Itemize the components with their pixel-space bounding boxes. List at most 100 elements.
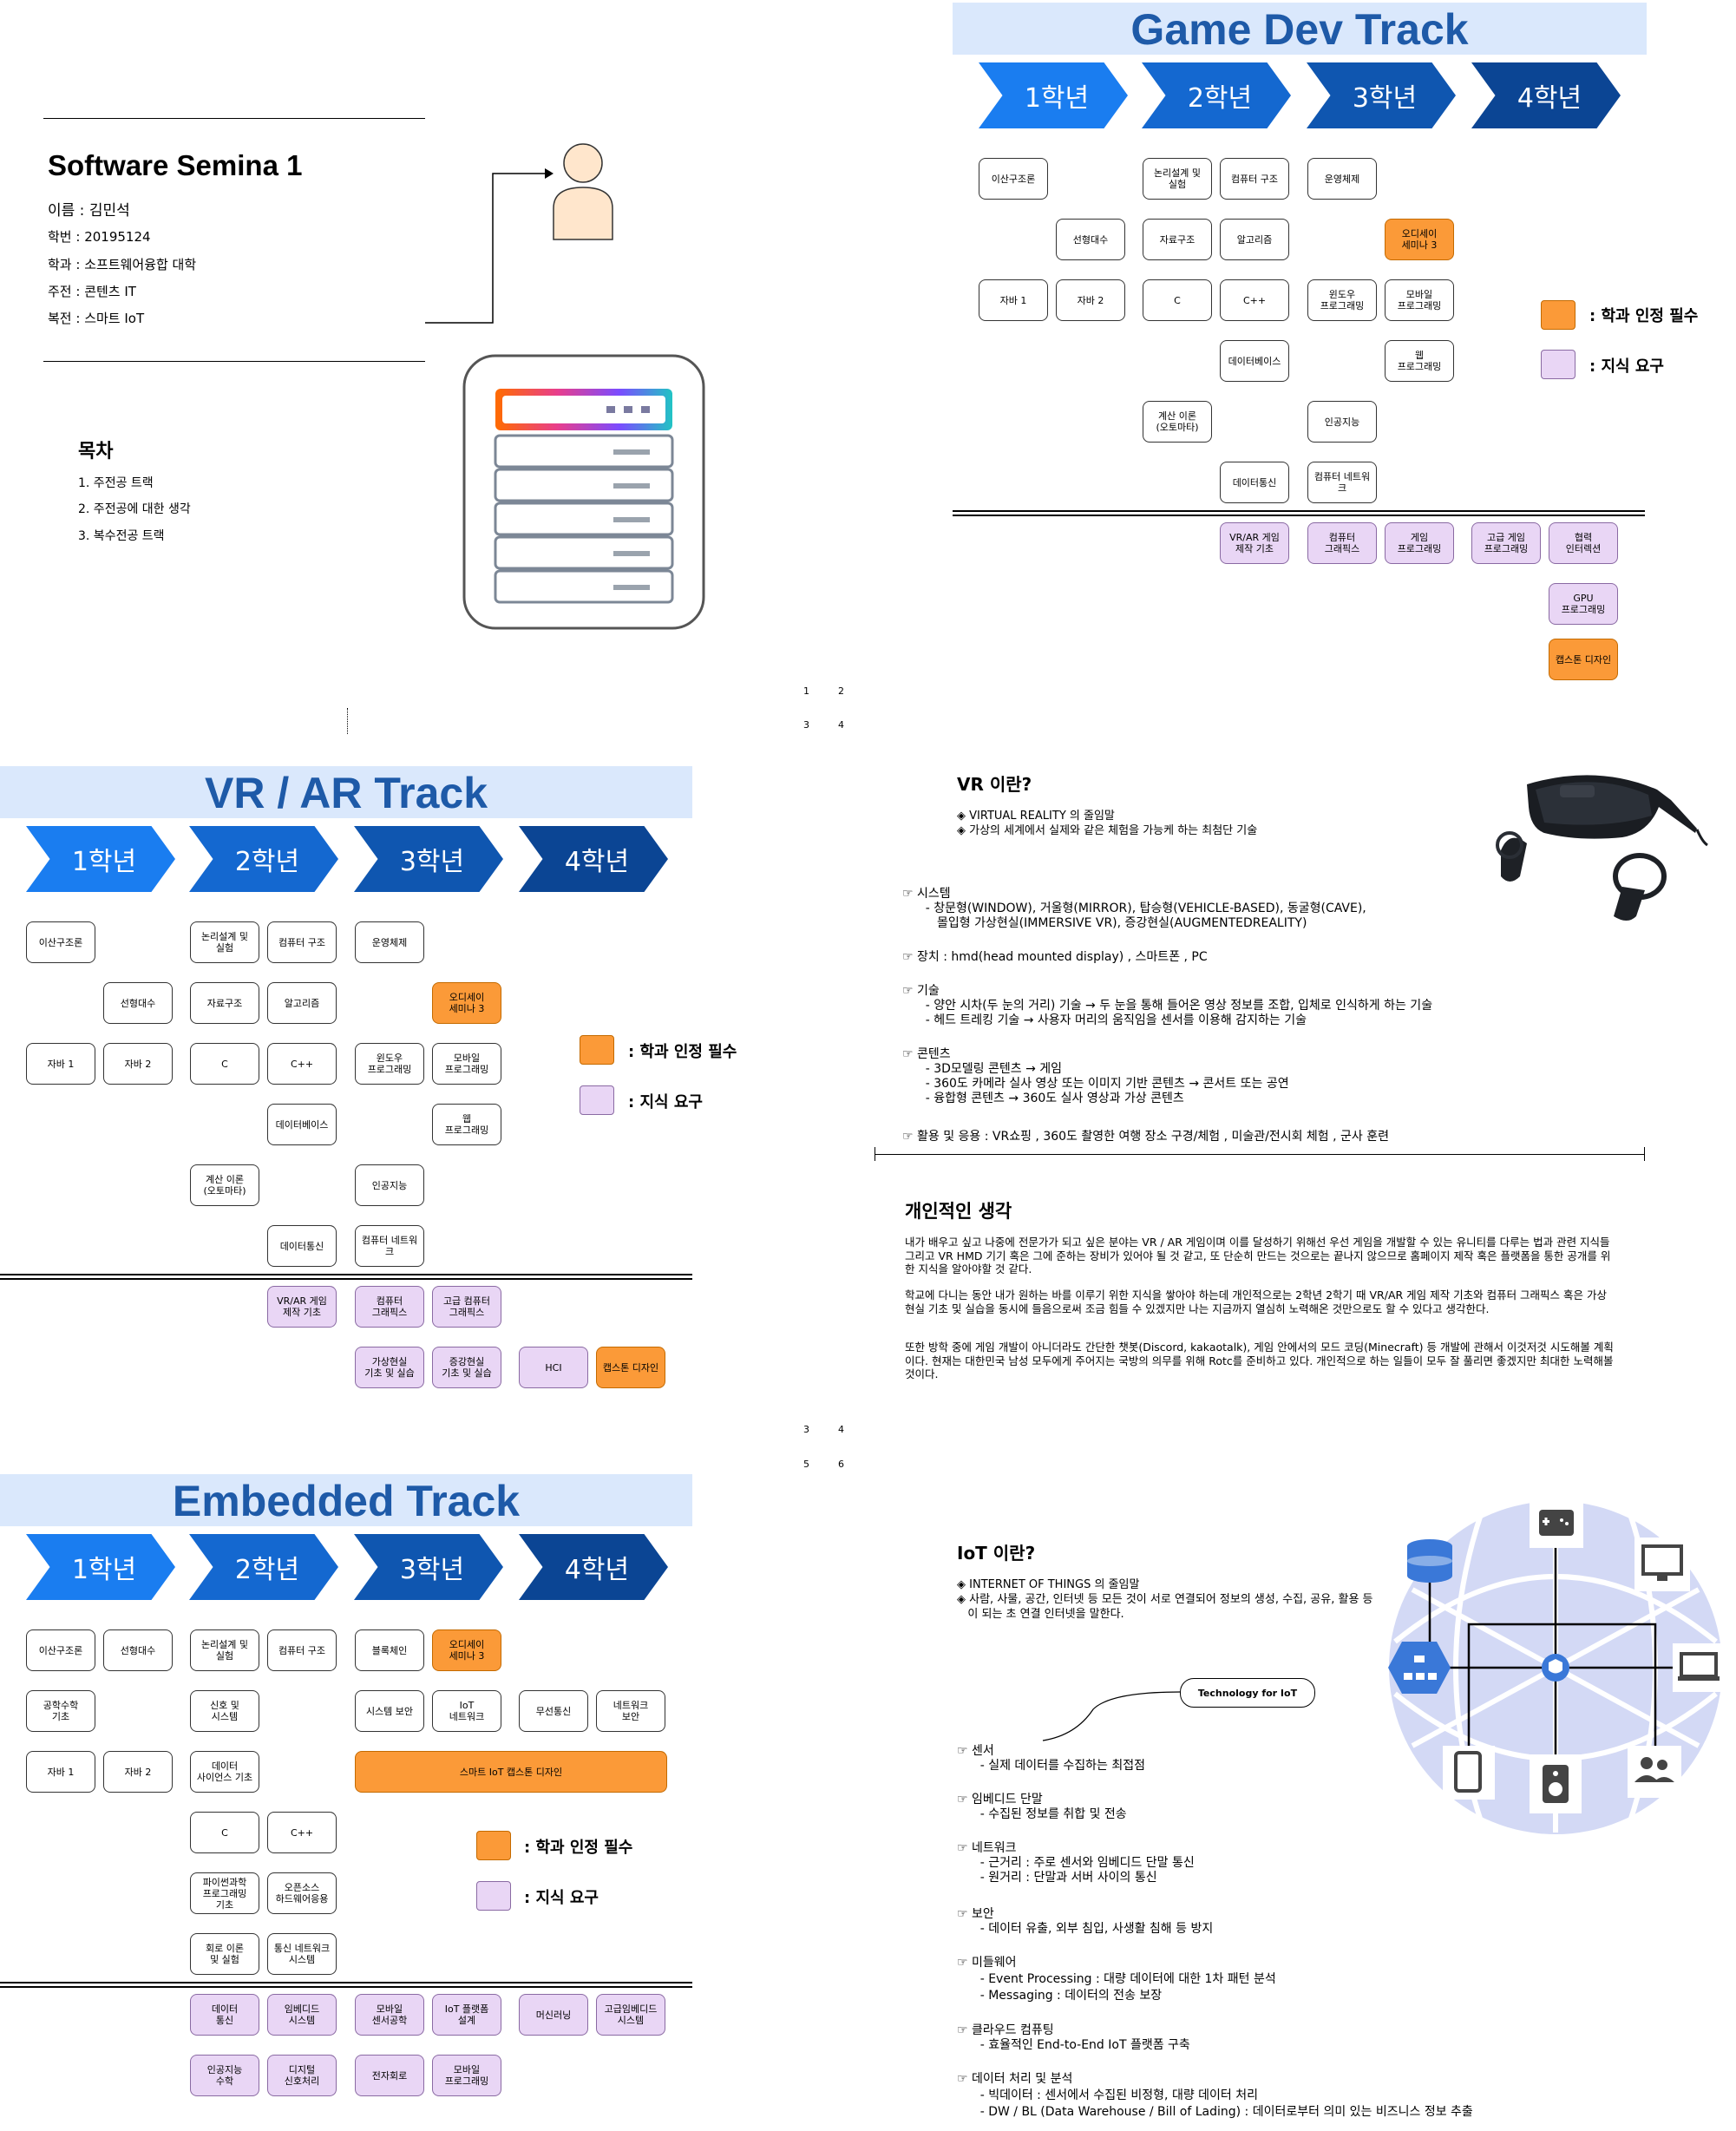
course-box[interactable]: 고급 컴퓨터 그래픽스: [432, 1286, 501, 1328]
course-box[interactable]: 자바 1: [26, 1043, 95, 1085]
course-box[interactable]: 컴퓨터 네트워 크: [355, 1225, 424, 1267]
course-box[interactable]: 스마트 IoT 캡스톤 디자인: [355, 1751, 667, 1793]
course-box[interactable]: 선형대수: [103, 1629, 173, 1671]
course-box[interactable]: C++: [1220, 279, 1289, 321]
course-box[interactable]: 시스템 보안: [355, 1690, 424, 1732]
course-box[interactable]: 컴퓨터 구조: [267, 1629, 337, 1671]
course-box[interactable]: 운영체제: [355, 921, 424, 963]
course-box[interactable]: 모바일 프로그래밍: [432, 2055, 501, 2096]
course-box[interactable]: 회로 이론 및 실험: [190, 1933, 259, 1975]
section-divider: [875, 1154, 1645, 1155]
course-box[interactable]: 데이터통신: [1220, 462, 1289, 503]
course-box[interactable]: 컴퓨터 네트워 크: [1307, 462, 1377, 503]
course-box[interactable]: 오디세이 세미나 3: [1385, 219, 1454, 260]
thoughts-paragraph: 또한 방학 중에 게임 개발이 아니더라도 간단한 챗봇(Discord, ka…: [905, 1341, 1614, 1380]
course-box[interactable]: 계산 이론 (오토마타): [190, 1164, 259, 1206]
course-box[interactable]: HCI: [519, 1347, 588, 1388]
course-box[interactable]: 웹 프로그래밍: [1385, 340, 1454, 382]
course-box[interactable]: 캡스톤 디자인: [1549, 639, 1618, 680]
course-box[interactable]: 인공지능 수학: [190, 2055, 259, 2096]
course-box[interactable]: C: [190, 1043, 259, 1085]
course-box[interactable]: 컴퓨터 그래픽스: [1307, 522, 1377, 564]
course-box[interactable]: 논리설계 및 실험: [190, 1629, 259, 1671]
course-box[interactable]: 이산구조론: [26, 1629, 95, 1671]
course-box[interactable]: 증강현실 기초 및 실습: [432, 1347, 501, 1388]
course-box[interactable]: 논리설계 및 실험: [190, 921, 259, 963]
course-box[interactable]: 계산 이론 (오토마타): [1143, 401, 1212, 443]
course-box[interactable]: VR/AR 게임 제작 기초: [267, 1286, 337, 1328]
course-box[interactable]: 모바일 프로그래밍: [1385, 279, 1454, 321]
course-box[interactable]: GPU 프로그래밍: [1549, 583, 1618, 625]
course-box[interactable]: 디지털 신호처리: [267, 2055, 337, 2096]
course-box[interactable]: 신호 및 시스템: [190, 1690, 259, 1732]
vr-body-line: 몰입형 가상현실(IMMERSIVE VR), 증강현실(AUGMENTEDRE…: [902, 916, 1307, 930]
slide1-title: Software Semina 1: [48, 149, 303, 181]
vrar-track-title: VR / AR Track: [0, 766, 692, 818]
course-box[interactable]: 고급임베디드 시스템: [596, 1994, 665, 2036]
course-box[interactable]: 선형대수: [103, 982, 173, 1024]
course-box[interactable]: 오디세이 세미나 3: [432, 982, 501, 1024]
course-box[interactable]: 오디세이 세미나 3: [432, 1629, 501, 1671]
grade-label: 2학년: [234, 847, 300, 877]
toc-item[interactable]: 3. 복수전공 트랙: [78, 529, 165, 543]
course-box[interactable]: 자바 2: [1056, 279, 1125, 321]
slide1-info-major: 주전 : 콘텐츠 IT: [48, 284, 136, 299]
course-box[interactable]: IoT 플랫폼 설계: [432, 1994, 501, 2036]
course-box[interactable]: 머신러닝: [519, 1994, 588, 2036]
course-box[interactable]: 네트워크 보안: [596, 1690, 665, 1732]
course-box[interactable]: 전자회로: [355, 2055, 424, 2096]
course-box[interactable]: 데이터 통신: [190, 1994, 259, 2036]
course-box[interactable]: 가상현실 기초 및 실습: [355, 1347, 424, 1388]
course-box[interactable]: 통신 네트워크 시스템: [267, 1933, 337, 1975]
course-box[interactable]: 알고리즘: [267, 982, 337, 1024]
course-box[interactable]: 인공지능: [355, 1164, 424, 1206]
course-box[interactable]: C++: [267, 1043, 337, 1085]
course-box[interactable]: 이산구조론: [26, 921, 95, 963]
course-box[interactable]: VR/AR 게임 제작 기초: [1220, 522, 1289, 564]
course-box[interactable]: 이산구조론: [979, 158, 1048, 200]
course-box[interactable]: 데이터 사이언스 기초: [190, 1751, 259, 1793]
course-box[interactable]: 모바일 센서공학: [355, 1994, 424, 2036]
course-box[interactable]: 컴퓨터 구조: [267, 921, 337, 963]
course-box[interactable]: C++: [267, 1812, 337, 1853]
course-box[interactable]: 공학수학 기초: [26, 1690, 95, 1732]
course-box[interactable]: C: [190, 1812, 259, 1853]
course-box[interactable]: 자바 1: [979, 279, 1048, 321]
connector-arrow: [425, 168, 554, 324]
course-box[interactable]: 컴퓨터 그래픽스: [355, 1286, 424, 1328]
course-box[interactable]: 블록체인: [355, 1629, 424, 1671]
course-box[interactable]: 고급 게임 프로그래밍: [1471, 522, 1541, 564]
course-box[interactable]: 데이터통신: [267, 1225, 337, 1267]
course-box[interactable]: 컴퓨터 구조: [1220, 158, 1289, 200]
course-box[interactable]: 운영체제: [1307, 158, 1377, 200]
course-box[interactable]: 윈도우 프로그래밍: [355, 1043, 424, 1085]
course-box[interactable]: 오픈소스 하드웨어응용: [267, 1872, 337, 1914]
course-box[interactable]: 임베디드 시스템: [267, 1994, 337, 2036]
course-box[interactable]: 데이터베이스: [267, 1104, 337, 1145]
course-box[interactable]: 인공지능: [1307, 401, 1377, 443]
course-box[interactable]: 논리설계 및 실험: [1143, 158, 1212, 200]
course-box[interactable]: 웹 프로그래밍: [432, 1104, 501, 1145]
course-box[interactable]: 협력 인터렉션: [1549, 522, 1618, 564]
course-box[interactable]: 자료구조: [1143, 219, 1212, 260]
course-box[interactable]: 무선통신: [519, 1690, 588, 1732]
iot-callout-label: Technology for IoT: [1197, 1687, 1298, 1699]
course-box[interactable]: 자바 2: [103, 1043, 173, 1085]
toc-item[interactable]: 1. 주전공 트랙: [78, 476, 154, 490]
course-box[interactable]: IoT 네트워크: [432, 1690, 501, 1732]
course-box[interactable]: 모바일 프로그래밍: [432, 1043, 501, 1085]
course-box[interactable]: 선형대수: [1056, 219, 1125, 260]
course-box[interactable]: 자료구조: [190, 982, 259, 1024]
slide1-info-dept: 학과 : 소프트웨어융합 대학: [48, 257, 197, 272]
course-box[interactable]: 캡스톤 디자인: [596, 1347, 665, 1388]
course-box[interactable]: 자바 2: [103, 1751, 173, 1793]
toc-item[interactable]: 2. 주전공에 대한 생각: [78, 502, 191, 516]
course-box[interactable]: 자바 1: [26, 1751, 95, 1793]
course-box[interactable]: C: [1143, 279, 1212, 321]
iot-body-line: ☞ 미들웨어: [957, 1956, 1017, 1970]
course-box[interactable]: 데이터베이스: [1220, 340, 1289, 382]
course-box[interactable]: 게임 프로그래밍: [1385, 522, 1454, 564]
course-box[interactable]: 파이썬과학 프로그래밍 기초: [190, 1872, 259, 1914]
course-box[interactable]: 윈도우 프로그래밍: [1307, 279, 1377, 321]
course-box[interactable]: 알고리즘: [1220, 219, 1289, 260]
